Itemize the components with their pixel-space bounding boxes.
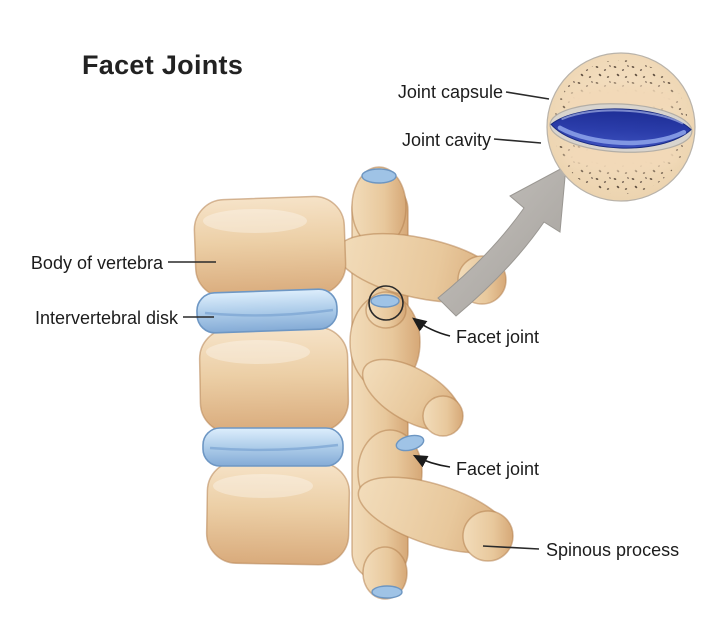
facet-pointer-arrows xyxy=(412,317,451,468)
joint-inset xyxy=(546,52,696,202)
facet-annotation-circle xyxy=(368,285,404,321)
facet-surfaces xyxy=(361,168,425,599)
leader-lines xyxy=(168,91,550,550)
body-1-highlight xyxy=(203,209,307,233)
posterior-processes xyxy=(335,166,514,600)
facet-joint-arrow-upper xyxy=(412,317,451,337)
body-3-highlight xyxy=(213,474,313,498)
facet-surface-top xyxy=(361,168,397,184)
label-facet-joint-upper: Facet joint xyxy=(456,327,540,347)
body-2-highlight xyxy=(206,340,310,364)
spinous-process-tip-3 xyxy=(462,510,514,562)
disk-2-groove xyxy=(209,443,339,452)
vertebral-bodies xyxy=(193,195,351,566)
spinous-process-tip-2 xyxy=(422,395,464,437)
leader-line-spinous-process xyxy=(482,545,540,550)
leader-line-joint-capsule xyxy=(505,91,550,100)
cavity-fluid-highlight xyxy=(557,125,687,146)
label-facet-joint-lower: Facet joint xyxy=(456,459,540,479)
label-joint-capsule: Joint capsule xyxy=(397,82,503,102)
disk-1-groove xyxy=(204,308,334,317)
cavity-top-highlight xyxy=(561,109,684,125)
label-body-of-vertebra: Body of vertebra xyxy=(30,253,163,273)
facet-surface-upper-joint xyxy=(370,294,400,308)
page-title: Facet Joints xyxy=(82,50,244,80)
leader-line-joint-cavity xyxy=(493,138,542,144)
magnify-arrow xyxy=(437,165,567,317)
intervertebral-disk-1 xyxy=(196,288,338,334)
intervertebral-disk-2 xyxy=(202,427,344,467)
facet-surface-bottom xyxy=(371,585,403,599)
label-intervertebral-disk: Intervertebral disk xyxy=(34,308,178,328)
inferior-process-bottom xyxy=(362,546,408,600)
label-joint-cavity: Joint cavity xyxy=(401,130,491,150)
facet-joint-arrow-lower xyxy=(412,454,451,468)
intervertebral-disks xyxy=(196,288,344,467)
label-spinous-process: Spinous process xyxy=(546,540,680,560)
facet-surface-lower-joint xyxy=(395,434,425,452)
